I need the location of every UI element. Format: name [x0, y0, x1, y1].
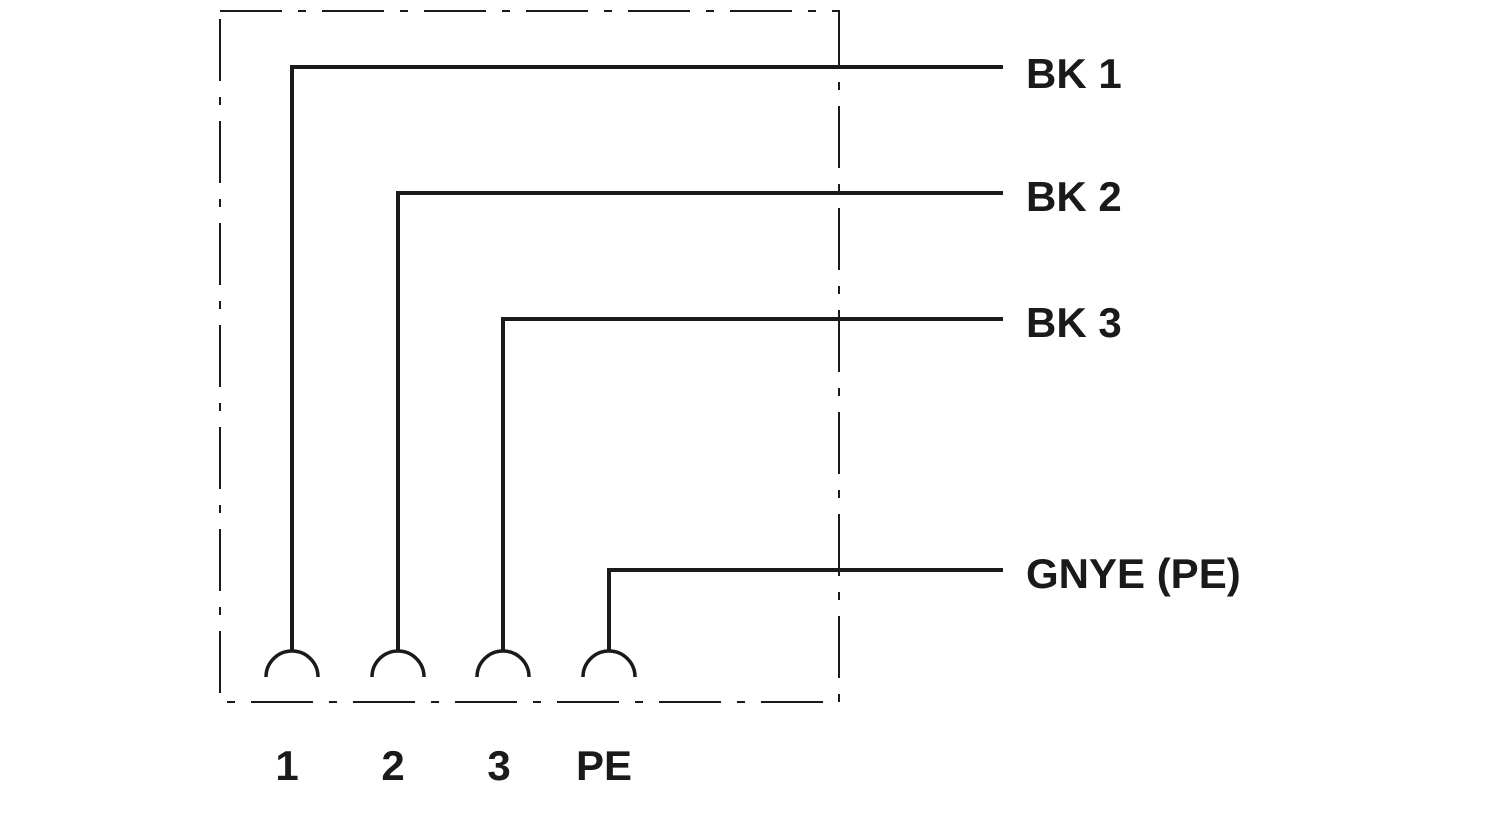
- wire-1: 1 BK 1: [264, 50, 1122, 789]
- wire-3: 3 BK 3: [475, 299, 1122, 789]
- wire-pe-label: GNYE (PE): [1026, 550, 1241, 597]
- wire-pe: PE GNYE (PE): [576, 550, 1241, 789]
- wire-2-label: BK 2: [1026, 173, 1122, 220]
- wire-3-label: BK 3: [1026, 299, 1122, 346]
- pin-3-label: 3: [487, 742, 510, 789]
- wire-1-conductor: [290, 65, 1003, 650]
- wire-1-label: BK 1: [1026, 50, 1122, 97]
- pin-3-socket-symbol: [475, 649, 531, 678]
- pin-2-label: 2: [381, 742, 404, 789]
- wire-3-conductor: [501, 317, 1003, 650]
- wire-2: 2 BK 2: [370, 173, 1122, 789]
- pin-1-socket-symbol: [264, 649, 320, 678]
- connector-housing-outline: [219, 10, 840, 703]
- wire-2-conductor: [396, 191, 1003, 650]
- pin-pe-label: PE: [576, 742, 632, 789]
- pin-1-label: 1: [275, 742, 298, 789]
- pin-pe-socket-symbol: [581, 649, 637, 678]
- wire-pe-conductor: [607, 568, 1003, 650]
- pin-2-socket-symbol: [370, 649, 426, 678]
